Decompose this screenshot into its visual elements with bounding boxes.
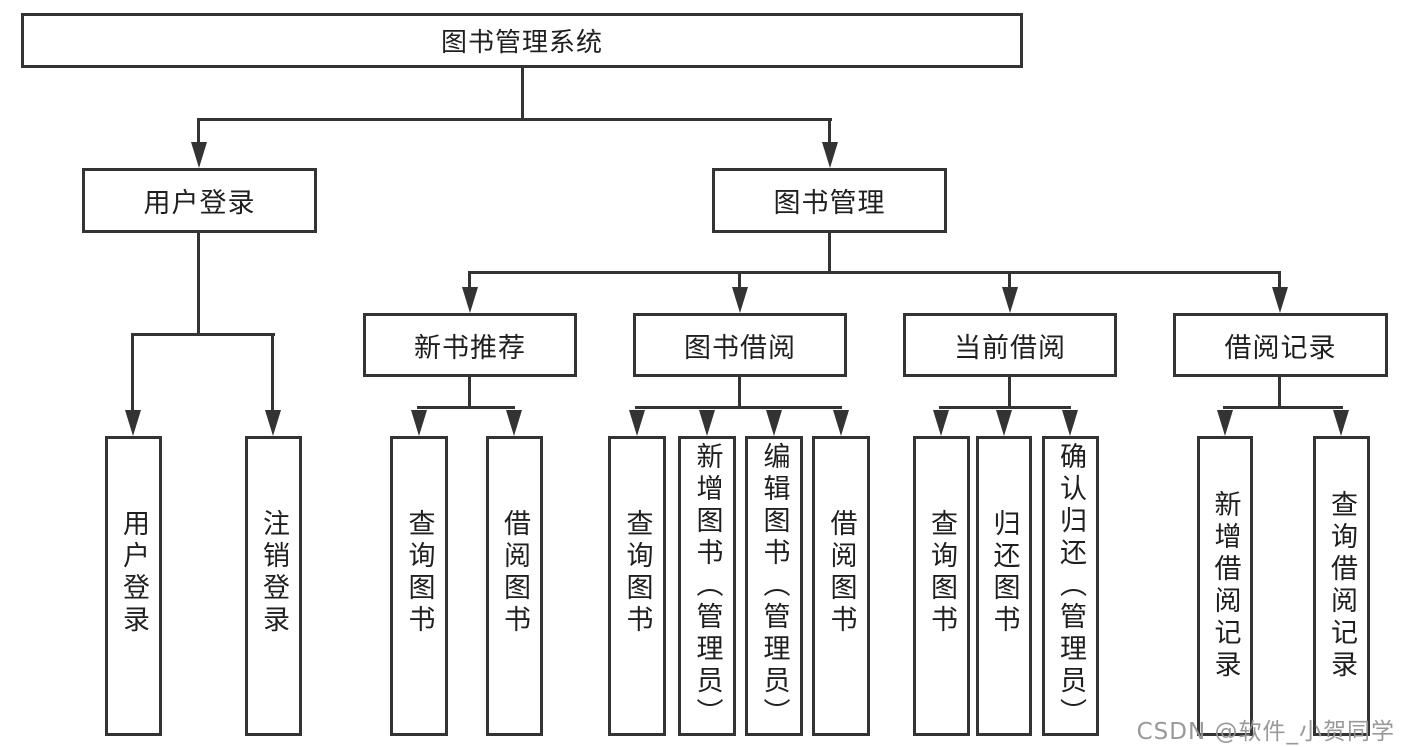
node-library-management-system: 图书管理系统 <box>21 13 1023 68</box>
node-label: 图书管理系统 <box>440 28 603 58</box>
node-label: 用户登录 <box>143 188 256 219</box>
connector-line <box>1223 406 1343 409</box>
leaf-query-books-1: 查询图书 <box>390 436 448 736</box>
leaf-query-borrow-record: 查询借阅记录 <box>1313 436 1370 736</box>
connector-line <box>635 406 842 409</box>
connector-line <box>197 233 200 335</box>
arrowhead-down-icon <box>933 410 949 436</box>
connector-line <box>939 406 1071 409</box>
node-user-login: 用户登录 <box>82 168 317 233</box>
leaf-label: 新增借阅记录 <box>1209 490 1241 682</box>
connector-line <box>468 271 1281 274</box>
node-new-book-recommendation: 新书推荐 <box>363 313 577 377</box>
leaf-user-login: 用户登录 <box>105 436 162 736</box>
arrowhead-down-icon <box>1217 410 1233 436</box>
connector-line <box>521 68 524 120</box>
connector-line <box>131 333 275 336</box>
watermark: CSDN @软件_小贺同学 <box>1136 719 1395 745</box>
leaf-label: 确认归还（管理员） <box>1055 442 1086 730</box>
arrowhead-down-icon <box>265 410 281 436</box>
leaf-borrow-books-1: 借阅图书 <box>486 436 543 736</box>
arrowhead-down-icon <box>1062 410 1078 436</box>
leaf-label: 新增图书（管理员） <box>691 442 723 730</box>
leaf-label: 归还图书 <box>988 509 1020 637</box>
connector-line <box>1278 271 1281 289</box>
leaf-label: 编辑图书（管理员） <box>758 442 790 730</box>
arrowhead-down-icon <box>766 410 782 436</box>
arrowhead-down-icon <box>411 410 427 436</box>
connector-line <box>828 118 831 146</box>
connector-line <box>738 377 741 409</box>
arrowhead-down-icon <box>191 142 207 168</box>
node-book-management: 图书管理 <box>712 168 947 233</box>
arrowhead-down-icon <box>125 410 141 436</box>
leaf-label: 用户登录 <box>118 509 149 637</box>
connector-line <box>828 233 831 273</box>
node-label: 新书推荐 <box>414 332 526 364</box>
connector-line <box>271 333 274 410</box>
connector-line <box>1008 377 1011 409</box>
arrowhead-down-icon <box>629 410 645 436</box>
leaf-borrow-books-2: 借阅图书 <box>812 436 870 736</box>
leaf-edit-book-admin: 编辑图书（管理员） <box>745 436 803 736</box>
leaf-query-books-2: 查询图书 <box>608 436 666 736</box>
node-borrowing-records: 借阅记录 <box>1173 313 1388 377</box>
leaf-label: 查询借阅记录 <box>1326 490 1357 682</box>
arrowhead-down-icon <box>1002 287 1018 313</box>
arrowhead-down-icon <box>822 142 838 168</box>
node-label: 借阅记录 <box>1224 332 1337 364</box>
connector-line <box>197 118 200 146</box>
connector-line <box>738 271 741 289</box>
leaf-label: 借阅图书 <box>825 509 857 637</box>
leaf-add-borrow-record: 新增借阅记录 <box>1197 436 1253 736</box>
connector-line <box>131 333 134 410</box>
connector-line <box>468 271 471 289</box>
leaf-label: 注销登录 <box>258 509 289 637</box>
arrowhead-down-icon <box>699 410 715 436</box>
node-label: 图书借阅 <box>684 332 796 364</box>
leaf-label: 查询图书 <box>621 509 653 637</box>
arrowhead-down-icon <box>462 287 478 313</box>
leaf-confirm-return-admin: 确认归还（管理员） <box>1042 436 1099 736</box>
arrowhead-down-icon <box>996 410 1012 436</box>
node-label: 图书管理 <box>773 188 886 219</box>
leaf-logout: 注销登录 <box>245 436 302 736</box>
leaf-label: 查询图书 <box>926 509 957 637</box>
arrowhead-down-icon <box>833 410 849 436</box>
node-current-borrowing: 当前借阅 <box>903 313 1117 377</box>
connector-line <box>197 118 832 121</box>
arrowhead-down-icon <box>732 287 748 313</box>
connector-line <box>1278 377 1281 409</box>
arrowhead-down-icon <box>1272 287 1288 313</box>
leaf-label: 查询图书 <box>403 509 435 637</box>
arrowhead-down-icon <box>506 410 522 436</box>
leaf-label: 借阅图书 <box>499 509 530 637</box>
leaf-query-books-3: 查询图书 <box>913 436 970 736</box>
connector-line <box>468 377 471 409</box>
leaf-return-book: 归还图书 <box>976 436 1032 736</box>
leaf-add-book-admin: 新增图书（管理员） <box>678 436 736 736</box>
connector-line <box>417 406 515 409</box>
node-label: 当前借阅 <box>954 332 1066 364</box>
arrowhead-down-icon <box>1333 410 1349 436</box>
node-book-borrowing: 图书借阅 <box>633 313 847 377</box>
connector-line <box>1008 271 1011 289</box>
